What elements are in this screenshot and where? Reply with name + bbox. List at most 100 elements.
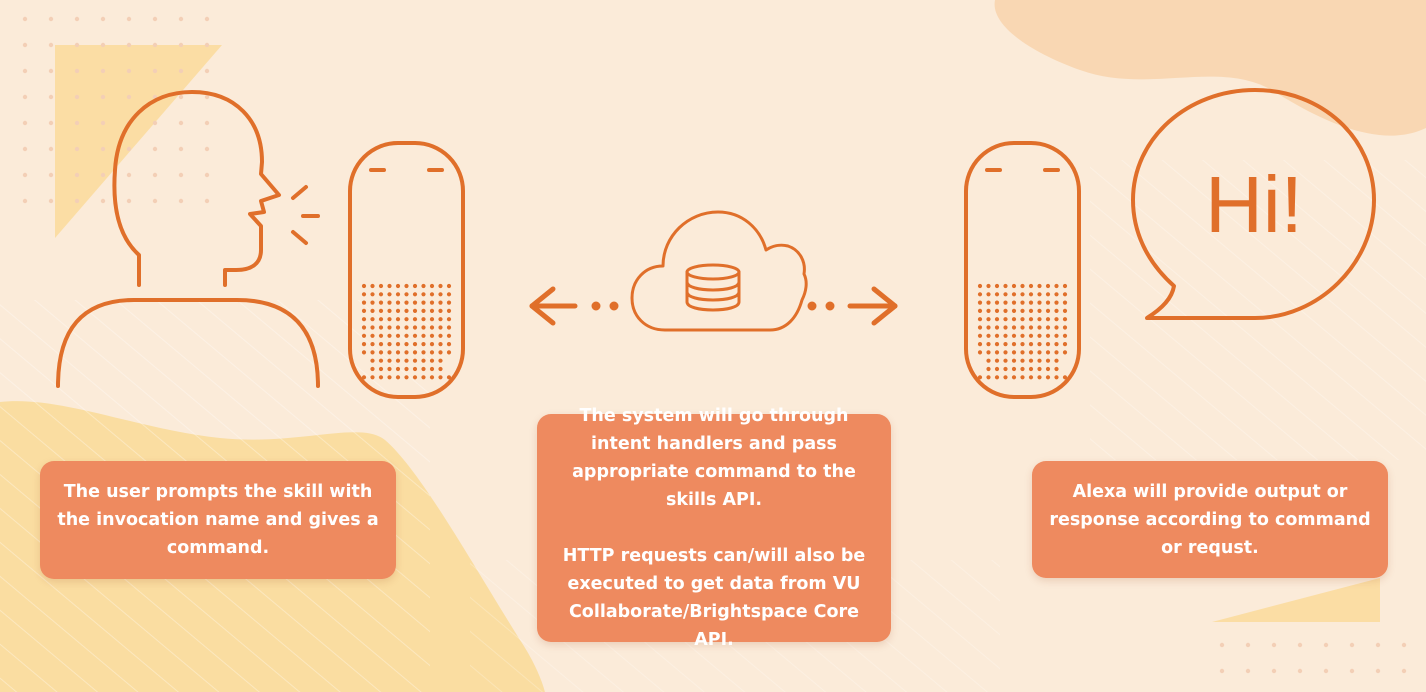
decor-dot xyxy=(1245,668,1251,674)
decor-dot xyxy=(1020,283,1025,289)
decor-dot xyxy=(48,198,54,204)
decor-dot xyxy=(986,300,991,305)
decor-dot xyxy=(1037,308,1042,313)
decor-dot xyxy=(404,292,409,297)
decor-dot xyxy=(387,308,392,313)
decor-dot xyxy=(977,308,983,313)
decor-dot xyxy=(1054,300,1059,305)
bubble-outline xyxy=(1131,88,1376,320)
decor-dot xyxy=(378,333,384,338)
decor-dot xyxy=(446,375,452,380)
decor-dot xyxy=(1349,642,1355,648)
decor-dot xyxy=(421,308,426,313)
decor-dot xyxy=(178,94,184,100)
decor-dot xyxy=(204,198,210,204)
decor-dot xyxy=(404,308,409,313)
decor-dot xyxy=(378,366,384,372)
decor-dot xyxy=(74,42,80,48)
decor-dot xyxy=(1011,342,1017,347)
decor-dot xyxy=(1011,283,1017,289)
decor-dot xyxy=(178,172,184,178)
decor-dot xyxy=(421,375,426,380)
decor-dot xyxy=(421,283,426,289)
decor-dot xyxy=(986,325,991,330)
decor-dot xyxy=(1045,342,1051,347)
decor-dot xyxy=(378,342,384,347)
dot-grid-decor xyxy=(22,16,1407,674)
decor-dot xyxy=(361,308,367,313)
decor-dot xyxy=(1045,350,1051,355)
decor-dot xyxy=(1037,300,1042,305)
decor-dot xyxy=(387,283,392,289)
decor-dot xyxy=(1045,366,1051,372)
decor-dot xyxy=(404,350,409,355)
decor-dot xyxy=(361,292,367,297)
decor-dot xyxy=(22,42,28,48)
decor-dot xyxy=(1062,375,1068,380)
decor-dot xyxy=(395,375,401,380)
decor-dot xyxy=(178,42,184,48)
triangle-top-left xyxy=(55,45,222,238)
decor-dot xyxy=(429,292,435,297)
decor-dot xyxy=(994,375,1000,380)
decor-dot xyxy=(438,308,443,313)
system-process-box: The system will go through intent handle… xyxy=(537,406,891,650)
decor-dot xyxy=(361,325,367,330)
decor-dot xyxy=(1297,642,1303,648)
shoulders-outline xyxy=(56,298,320,388)
decor-dot xyxy=(1045,375,1051,380)
decor-dot xyxy=(100,146,106,152)
decor-dot xyxy=(404,283,409,289)
decor-dot xyxy=(22,68,28,74)
decor-dot xyxy=(986,308,991,313)
decor-dot xyxy=(1062,283,1068,289)
decor-dot xyxy=(387,358,392,363)
decor-dot xyxy=(1062,325,1068,330)
decor-dot xyxy=(1020,300,1025,305)
bubble-text: Hi! xyxy=(1205,160,1303,249)
decor-dot xyxy=(1020,342,1025,347)
decor-dot xyxy=(994,317,1000,322)
decor-dot xyxy=(404,325,409,330)
smart-speaker-icon-left xyxy=(348,141,465,399)
decor-dot xyxy=(1054,375,1059,380)
decor-dot xyxy=(1054,325,1059,330)
decor-dot xyxy=(421,358,426,363)
decor-dot xyxy=(1054,317,1059,322)
decor-dot xyxy=(126,198,132,204)
decor-dot xyxy=(370,317,375,322)
decor-dot xyxy=(152,16,158,22)
decor-dot xyxy=(404,342,409,347)
decor-dot xyxy=(361,300,367,305)
decor-dot xyxy=(438,317,443,322)
decor-dot xyxy=(438,283,443,289)
decor-dot xyxy=(1037,350,1042,355)
decor-dot xyxy=(986,366,991,372)
decor-dot xyxy=(1037,375,1042,380)
decor-dot xyxy=(370,342,375,347)
decor-dot xyxy=(22,16,28,22)
decor-dot xyxy=(1003,292,1008,297)
decor-dot xyxy=(994,366,1000,372)
decor-dot xyxy=(48,68,54,74)
decor-dot xyxy=(412,292,418,297)
speaker-body xyxy=(964,141,1081,399)
decor-dot xyxy=(1062,342,1068,347)
decor-dot xyxy=(429,317,435,322)
speaker-body xyxy=(348,141,465,399)
decor-dot xyxy=(387,350,392,355)
user-prompt-box: The user prompts the skill with the invo… xyxy=(40,461,396,579)
decor-dot xyxy=(100,172,106,178)
decor-dot xyxy=(421,366,426,372)
decor-dot xyxy=(429,342,435,347)
decor-dot xyxy=(404,333,409,338)
decor-dot xyxy=(421,325,426,330)
decor-dot xyxy=(1028,325,1034,330)
decor-dot xyxy=(977,375,983,380)
decor-dot xyxy=(1062,317,1068,322)
decor-dot xyxy=(204,68,210,74)
decor-dot xyxy=(152,198,158,204)
smart-speaker-icon-right xyxy=(964,141,1081,399)
decor-dot xyxy=(404,300,409,305)
decor-dot xyxy=(152,146,158,152)
